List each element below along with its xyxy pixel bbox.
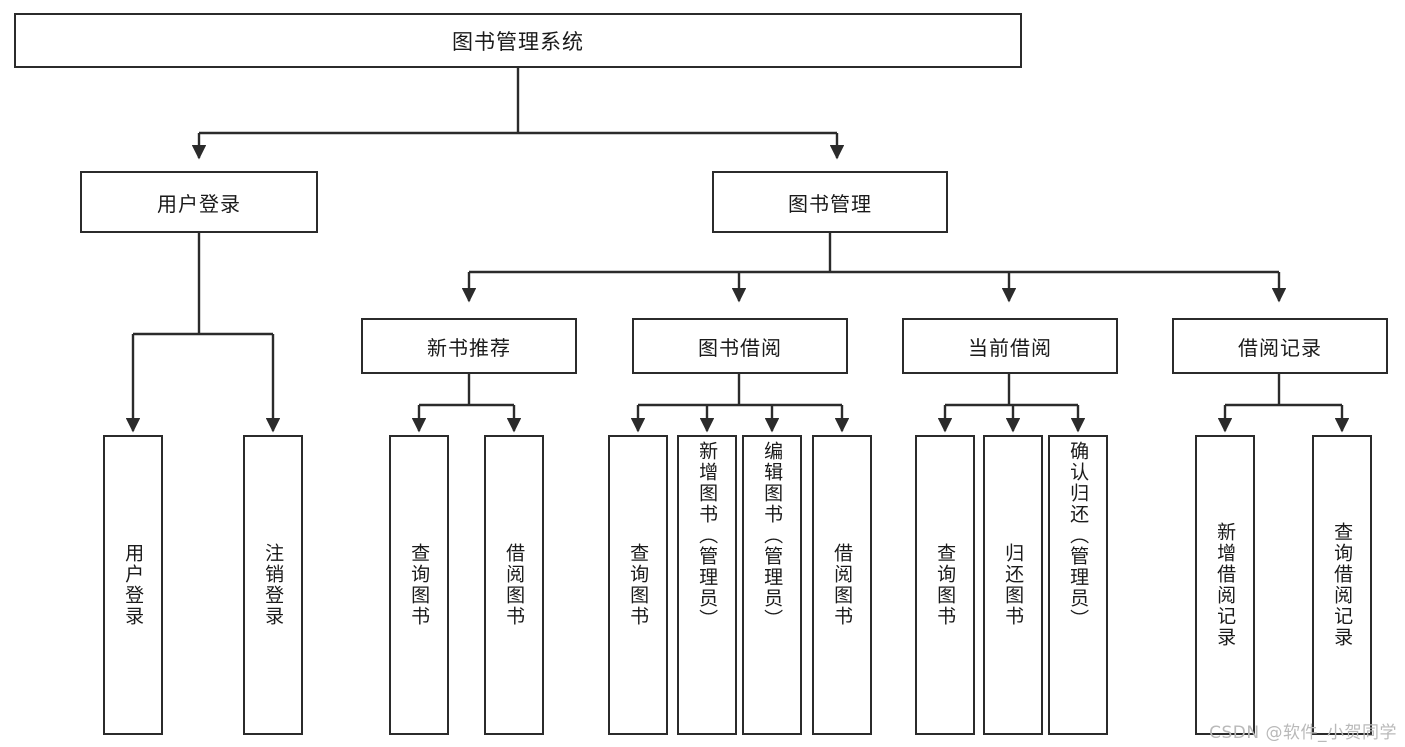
- node-label: 归还图书: [1002, 543, 1025, 627]
- watermark-text: CSDN @软件_小贺同学: [1209, 723, 1397, 743]
- node-book-management[interactable]: 图书管理: [712, 171, 948, 233]
- node-leaf-edit-book-admin[interactable]: 编辑图书（管理员）: [742, 435, 802, 735]
- node-label: 新书推荐: [427, 335, 511, 360]
- node-label: 查询图书: [627, 543, 650, 627]
- node-label: 新增图书（管理员）: [696, 441, 719, 630]
- node-label: 新增借阅记录: [1214, 522, 1237, 648]
- node-leaf-query-book-borrow[interactable]: 查询图书: [608, 435, 668, 735]
- node-current-borrow[interactable]: 当前借阅: [902, 318, 1118, 374]
- node-leaf-add-borrow-record[interactable]: 新增借阅记录: [1195, 435, 1255, 735]
- node-leaf-user-login[interactable]: 用户登录: [103, 435, 163, 735]
- node-label: 注销登录: [262, 543, 285, 627]
- node-label: 确认归还（管理员）: [1067, 441, 1090, 630]
- node-leaf-query-book-recommend[interactable]: 查询图书: [389, 435, 449, 735]
- node-root-system[interactable]: 图书管理系统: [14, 13, 1022, 68]
- node-label: 图书借阅: [698, 335, 782, 360]
- node-label: 借阅图书: [831, 543, 854, 627]
- node-label: 借阅图书: [503, 543, 526, 627]
- node-label: 当前借阅: [968, 335, 1052, 360]
- node-leaf-query-borrow-record[interactable]: 查询借阅记录: [1312, 435, 1372, 735]
- node-leaf-borrow-book-recommend[interactable]: 借阅图书: [484, 435, 544, 735]
- node-label: 查询借阅记录: [1331, 522, 1354, 648]
- node-leaf-borrow-book[interactable]: 借阅图书: [812, 435, 872, 735]
- node-book-borrow[interactable]: 图书借阅: [632, 318, 848, 374]
- node-label: 图书管理系统: [452, 29, 584, 54]
- node-label: 查询图书: [934, 543, 957, 627]
- node-new-book-recommend[interactable]: 新书推荐: [361, 318, 577, 374]
- node-leaf-logout[interactable]: 注销登录: [243, 435, 303, 735]
- node-leaf-confirm-return-admin[interactable]: 确认归还（管理员）: [1048, 435, 1108, 735]
- node-label: 用户登录: [157, 191, 241, 216]
- node-label: 查询图书: [408, 543, 431, 627]
- node-label: 借阅记录: [1238, 335, 1322, 360]
- node-borrow-record[interactable]: 借阅记录: [1172, 318, 1388, 374]
- node-leaf-query-book-current[interactable]: 查询图书: [915, 435, 975, 735]
- node-user-login[interactable]: 用户登录: [80, 171, 318, 233]
- node-leaf-add-book-admin[interactable]: 新增图书（管理员）: [677, 435, 737, 735]
- node-label: 用户登录: [122, 543, 145, 627]
- node-leaf-return-book[interactable]: 归还图书: [983, 435, 1043, 735]
- node-label: 图书管理: [788, 191, 872, 216]
- node-label: 编辑图书（管理员）: [761, 441, 784, 630]
